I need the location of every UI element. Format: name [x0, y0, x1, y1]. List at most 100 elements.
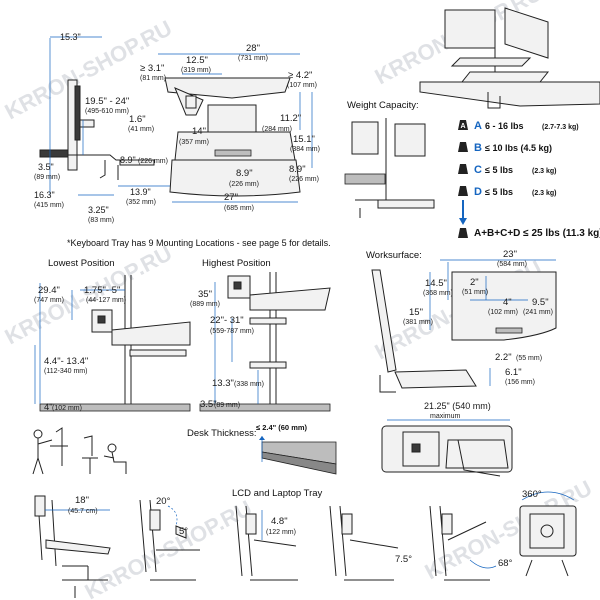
worksurface-2-2-mm: (55 mm): [516, 355, 542, 362]
max-width-label: maximum: [430, 413, 461, 420]
highest-position-diagram: [199, 272, 331, 412]
lowest-h1: 29.4": [38, 285, 60, 296]
user-figures: [32, 427, 127, 475]
dim-15-1-mm: (384 mm): [290, 146, 320, 153]
weight-range-d: ≤ 5 lbs: [485, 187, 513, 197]
lowest-h4-mm: (102 mm): [52, 405, 82, 412]
tilt-diagram-2: [139, 499, 200, 581]
lowest-h3: 4.4"- 13.4": [44, 356, 88, 367]
svg-text:A: A: [460, 123, 465, 130]
dim-min-height: ≥ 3.1": [140, 63, 164, 74]
dim-8-9-center: 8.9": [236, 168, 253, 179]
worksurface-14-5-mm: (368 mm): [423, 290, 453, 297]
worksurface-9-5: 9.5": [532, 297, 549, 308]
lowest-h3-mm: (112-340 mm): [44, 368, 87, 375]
lowest-h1-mm: (747 mm): [34, 297, 64, 304]
dim-3-25: 3.25": [88, 205, 109, 215]
tilt-18-mm: (45.7 cm): [68, 508, 98, 515]
desk-thickness-diagram: [259, 436, 337, 475]
weight-range-c: ≤ 5 lbs: [485, 165, 513, 175]
desk-thickness-value: ≤ 2.4" (60 mm): [256, 423, 308, 432]
tilt-diagram-4: [329, 505, 399, 581]
highest-h4-mm: (89 mm): [214, 402, 240, 409]
weight-letter-d: D: [474, 186, 482, 198]
rotation-diagram: [519, 491, 577, 577]
dim-monitor-depth: 19.5" - 24": [85, 96, 129, 107]
top-view-diagram: [158, 53, 313, 203]
dim-8-9-right: 8.9": [289, 164, 306, 175]
capacity-title: Weight Capacity:: [347, 100, 419, 111]
dim-1-6: 1.6": [129, 114, 146, 125]
dim-11-2: 11.2": [280, 113, 301, 124]
dim-28-mm: (731 mm): [238, 55, 268, 62]
dim-15-1: 15.1": [293, 134, 315, 145]
dim-3-5-mm: (89 mm): [34, 174, 60, 181]
dim-14: 14": [192, 126, 206, 137]
tilt-20: 20°: [156, 496, 171, 507]
worksurface-23: 23": [503, 249, 517, 260]
tilt-diagram-3: [235, 505, 298, 581]
max-width-value: 21.25" (540 mm): [424, 401, 491, 411]
dim-4-2: ≥ 4.2": [288, 70, 312, 81]
dim-8-9-center-mm: (226 mm): [229, 181, 259, 188]
highest-h2-mm: (559-787 mm): [210, 328, 254, 335]
lowest-position-title: Lowest Position: [48, 258, 115, 269]
dim-27-mm: (685 mm): [224, 205, 254, 212]
worksurface-6-1: 6.1": [505, 367, 522, 378]
dim-overall-width: 15.3": [60, 32, 81, 42]
dim-8-9-right-mm: (226 mm): [289, 176, 319, 183]
desk-thickness-title: Desk Thickness:: [187, 428, 257, 439]
worksurface-title: Worksurface:: [366, 250, 422, 261]
weight-range-a: 6 - 16 lbs: [485, 121, 524, 131]
tilt-diagram-5: [429, 505, 497, 581]
dim-8-9-side: 8.9": [120, 155, 136, 165]
highest-h4: 3.5": [200, 399, 217, 410]
side-view-diagram: [39, 36, 170, 196]
worksurface-2-mm: (51 mm): [462, 289, 488, 296]
highest-h1-mm: (889 mm): [190, 301, 220, 308]
dim-4-2-mm: (107 mm): [287, 82, 317, 89]
highest-h3: 13.3": [212, 378, 234, 389]
dim-28: 28": [246, 43, 260, 54]
dim-3-25-mm: (83 mm): [88, 217, 114, 224]
weight-row-a: A A 6 - 16 lbs (2.7-7.3 kg): [458, 120, 579, 132]
tilt-5: 5°: [179, 526, 188, 537]
tilt-68: 68°: [498, 558, 513, 569]
dim-13-9: 13.9": [130, 187, 151, 197]
worksurface-2-2: 2.2": [495, 352, 512, 363]
worksurface-14-5: 14.5": [425, 278, 447, 289]
lowest-h4: 4": [44, 402, 53, 413]
highest-h3-mm: (338 mm): [234, 381, 264, 388]
lowest-h2: 1.75"- 5": [84, 285, 120, 296]
dim-1-6-mm: (41 mm): [128, 126, 154, 133]
weight-letter-a: A: [474, 120, 482, 132]
dim-16-3-mm: (415 mm): [34, 202, 64, 209]
worksurface-23-mm: (584 mm): [497, 261, 527, 268]
dim-3-5: 3.5": [38, 162, 54, 172]
worksurface-2: 2": [470, 277, 479, 288]
dim-14-mm: (357 mm): [179, 139, 209, 146]
capacity-weights: A A 6 - 16 lbs (2.7-7.3 kg) B ≤ 10 lbs (…: [458, 120, 600, 239]
tray-title: LCD and Laptop Tray: [232, 488, 323, 499]
highest-h2: 22"- 31": [210, 315, 244, 326]
worksurface-15-mm: (381 mm): [403, 319, 433, 326]
weight-row-d: D ≤ 5 lbs (2.3 kg): [458, 186, 557, 198]
tilt-diagram-1: [34, 495, 111, 598]
highest-position-title: Highest Position: [202, 258, 271, 269]
tilt-7-5: 7.5°: [395, 554, 412, 565]
weight-letter-b: B: [474, 142, 482, 154]
dim-12-5: 12.5": [186, 55, 208, 66]
desk-perspective-diagram: [419, 7, 600, 109]
tilt-18: 18": [75, 495, 89, 506]
worksurface-6-1-mm: (156 mm): [505, 379, 535, 386]
weight-kg-c: (2.3 kg): [532, 168, 557, 175]
tilt-4-8: 4.8": [271, 516, 288, 527]
dim-12-5-mm: (319 mm): [181, 67, 211, 74]
worksurface-4: 4": [503, 297, 512, 308]
dim-13-9-mm: (352 mm): [126, 199, 156, 206]
max-width-diagram: [381, 419, 513, 477]
dim-27: 27": [224, 192, 238, 203]
weight-kg-a: (2.7-7.3 kg): [542, 124, 579, 131]
worksurface-4-mm: (102 mm): [488, 309, 518, 316]
